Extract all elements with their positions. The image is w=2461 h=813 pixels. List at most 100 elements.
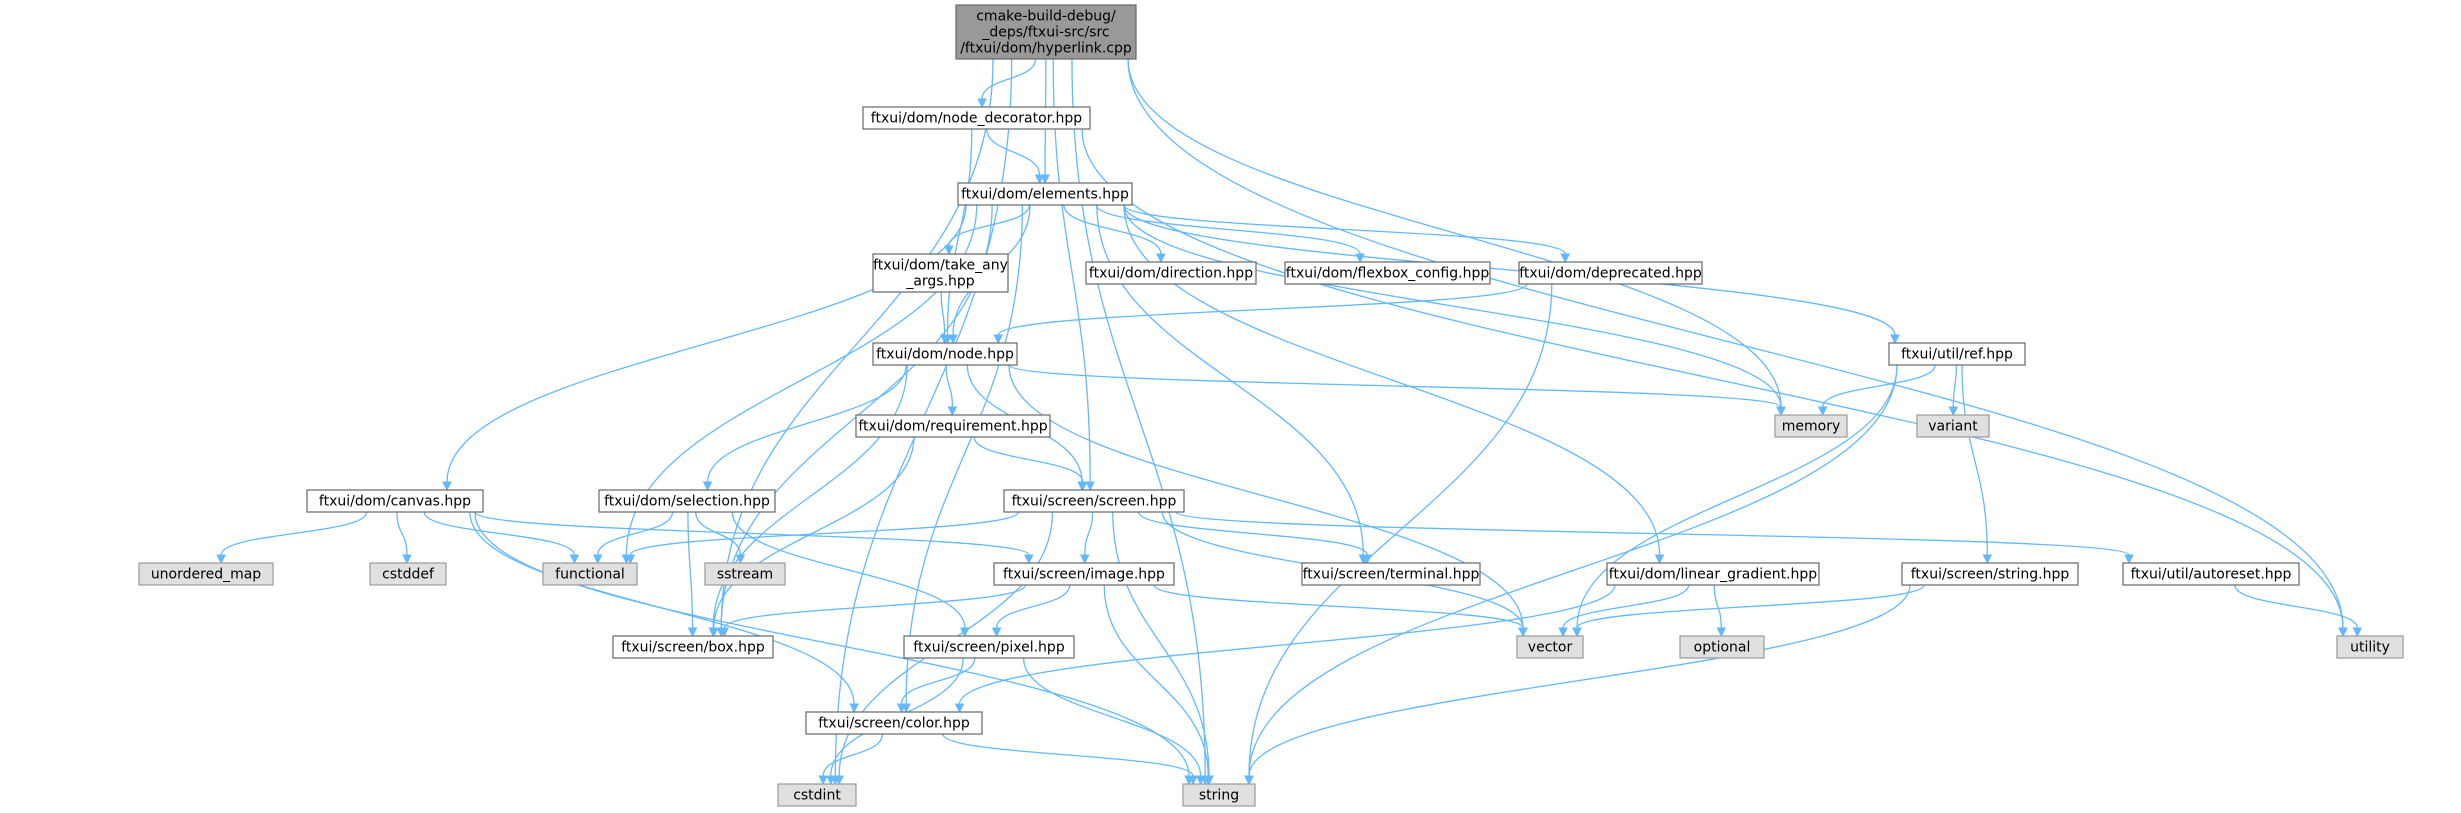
edge-root-to-utility [1127,58,2344,629]
edge-arrowhead [1034,174,1045,185]
graph-node-memory: memory [1774,414,1848,438]
edge-linear-gradient-to-color [958,584,1616,705]
edge-pixel-to-color [900,657,976,705]
edge-take-any-args-to-node [940,291,946,336]
node-label: ftxui/dom/direction.hpp [1089,266,1253,282]
edge-arrowhead [1024,554,1034,565]
graph-node-screen[interactable]: ftxui/screen/screen.hpp [1003,489,1185,513]
node-label: ftxui/util/ref.hpp [1901,347,2013,363]
edge-arrowhead [735,554,746,565]
node-box [1284,261,1491,285]
node-box [957,182,1133,206]
edge-arrowhead [1890,334,1900,345]
graph-node-optional: optional [1679,635,1765,659]
node-label: ftxui/screen/screen.hpp [1012,494,1177,510]
edge-selection-to-pixel [731,511,966,629]
node-box [1518,261,1703,285]
node-label: vector [1528,640,1573,656]
graph-node-pixel[interactable]: ftxui/screen/pixel.hpp [903,635,1075,659]
node-label: memory [1782,419,1841,435]
graph-node-sstream: sstream [704,562,786,586]
edge-arrowhead [1572,627,1582,638]
node-box [612,635,774,659]
graph-node-image[interactable]: ftxui/screen/image.hpp [993,562,1175,586]
graph-node-ref[interactable]: ftxui/util/ref.hpp [1888,342,2026,366]
graph-node-requirement[interactable]: ftxui/dom/requirement.hpp [855,414,1051,438]
node-box [872,253,1009,293]
graph-node-node-decorator[interactable]: ftxui/dom/node_decorator.hpp [862,106,1091,130]
graph-node-canvas[interactable]: ftxui/dom/canvas.hpp [306,489,484,513]
edge-arrowhead [991,627,1002,638]
graph-node-linear-gradient[interactable]: ftxui/dom/linear_gradient.hpp [1606,562,1820,586]
graph-node-deprecated[interactable]: ftxui/dom/deprecated.hpp [1518,261,1703,285]
graph-node-direction[interactable]: ftxui/dom/direction.hpp [1085,261,1257,285]
node-box [1916,414,1990,438]
edge-arrowhead [1077,481,1088,492]
graph-node-string: string [1182,783,1256,807]
node-box [1901,562,2079,586]
graph-node-elements[interactable]: ftxui/dom/elements.hpp [957,182,1133,206]
graph-node-box[interactable]: ftxui/screen/box.hpp [612,635,774,659]
node-box [993,562,1175,586]
graph-node-functional: functional [542,562,638,586]
node-label: string [1199,788,1239,804]
edge-arrowhead [1203,775,1214,786]
graph-node-selection[interactable]: ftxui/dom/selection.hpp [598,489,776,513]
edge-canvas-to-cstddef [396,511,408,556]
edge-arrowhead [569,554,580,565]
node-label: ftxui/dom/selection.hpp [604,494,770,510]
node-label: cstdint [793,788,841,804]
node-label: ftxui/screen/terminal.hpp [1303,567,1480,583]
node-box [598,489,776,513]
node-box [138,562,274,586]
graph-node-node[interactable]: ftxui/dom/node.hpp [872,342,1018,366]
node-box [2122,562,2300,586]
node-box [1516,635,1584,659]
graph-node-flexbox-config[interactable]: ftxui/dom/flexbox_config.hpp [1284,261,1491,285]
edge-image-to-vector [1153,584,1524,629]
node-box [862,106,1091,130]
edge-arrowhead [1156,253,1166,264]
node-label: optional [1694,640,1751,656]
edge-arrowhead [1188,775,1198,786]
edge-arrowhead [719,627,730,638]
edge-arrowhead [1362,554,1373,565]
node-box [1182,783,1256,807]
edges-layer [216,58,2363,786]
edge-deprecated-to-node [997,283,1528,336]
graph-node-take-any-args[interactable]: ftxui/dom/take_any_args.hpp [872,253,1009,293]
edge-arrowhead [1079,554,1090,565]
node-box [369,562,447,586]
edge-arrowhead [402,554,412,565]
graph-node-root[interactable]: cmake-build-debug/_deps/ftxui-src/src/ft… [955,4,1137,60]
edge-arrowhead [2338,627,2348,638]
node-box [903,635,1075,659]
graph-node-autoreset[interactable]: ftxui/util/autoreset.hpp [2122,562,2300,586]
node-label: _deps/ftxui-src/src [981,25,1109,41]
edge-arrowhead [625,554,636,565]
graph-node-cstddef: cstddef [369,562,447,586]
edge-node-decorator-to-elements [986,128,1041,176]
edge-arrowhead [1776,406,1786,417]
node-box [872,342,1018,366]
edge-arrowhead [687,627,698,638]
node-label: ftxui/dom/take_any [873,258,1008,274]
edge-elements-to-memory [1123,204,1782,408]
graph-node-terminal[interactable]: ftxui/screen/terminal.hpp [1301,562,1481,586]
node-box [855,414,1051,438]
graph-node-string-hpp[interactable]: ftxui/screen/string.hpp [1901,562,2079,586]
edge-canvas-to-functional [423,511,576,556]
node-box [2336,635,2404,659]
edge-elements-to-color [905,204,1023,705]
edge-node-to-vector [1008,364,1524,629]
edge-image-to-box [723,584,1026,629]
edge-screen-to-string [1112,511,1210,777]
node-label: cmake-build-debug/ [976,9,1116,25]
nodes-layer: cmake-build-debug/_deps/ftxui-src/src/ft… [138,4,2404,807]
graph-node-color[interactable]: ftxui/screen/color.hpp [805,711,983,735]
edge-root-to-node-decorator [981,58,1037,100]
node-label: cstddef [382,567,435,583]
edge-arrowhead [1982,554,1993,565]
node-box [1301,562,1481,586]
